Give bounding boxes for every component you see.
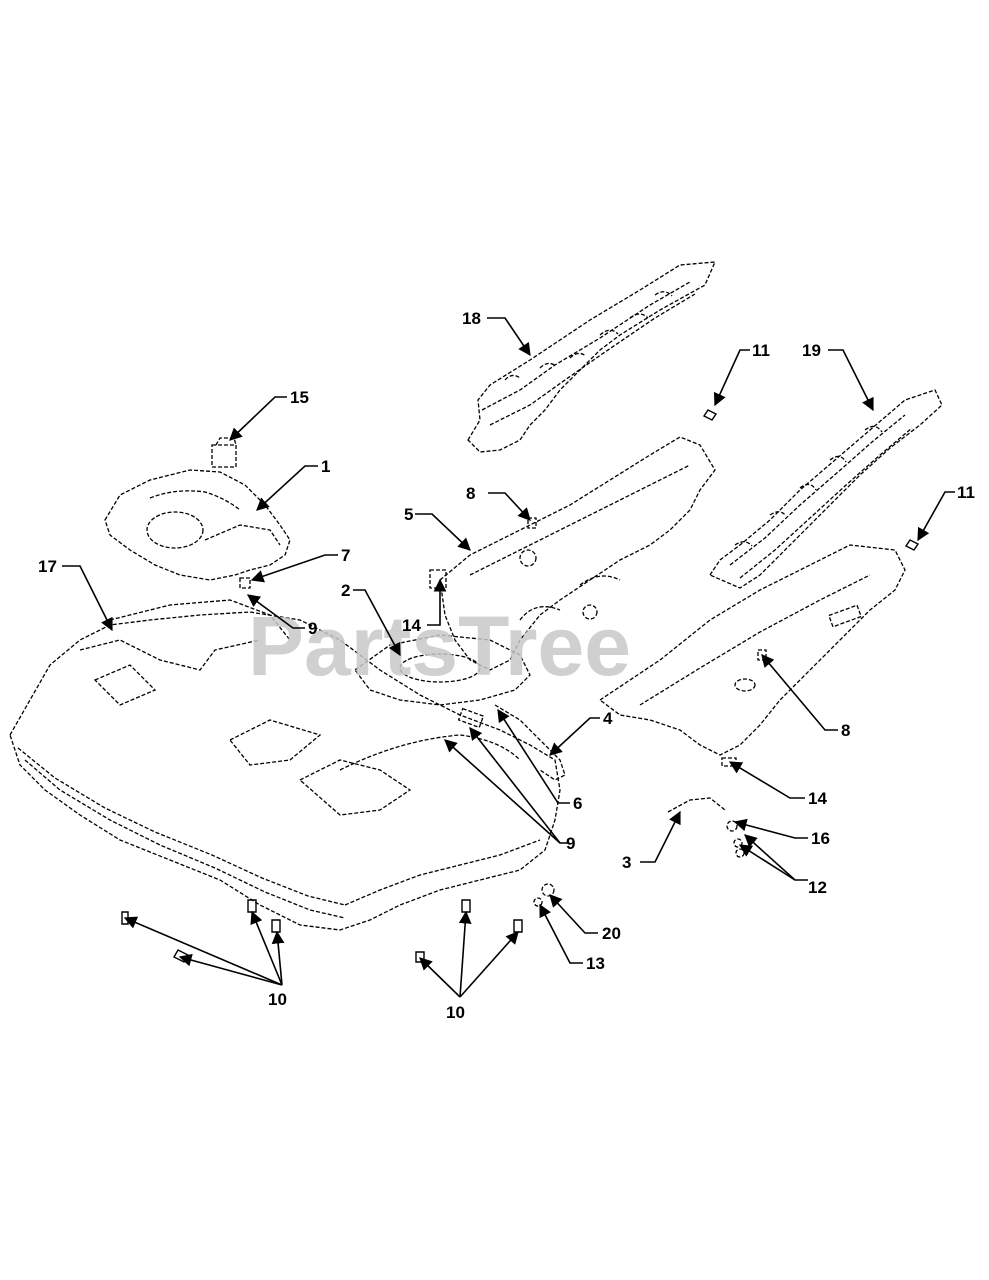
callout-9-top: 9: [308, 619, 317, 638]
part-6-fastener: [457, 707, 485, 729]
callout-1: 1: [321, 457, 330, 476]
part-1-console: [104, 469, 291, 581]
callout-8-top: 8: [466, 484, 475, 503]
leader-lines: [62, 317, 955, 998]
callout-11-right: 11: [957, 483, 975, 502]
callout-9-bottom: 9: [566, 834, 575, 853]
part-10-screws: [121, 899, 523, 963]
callout-16: 16: [811, 829, 830, 848]
callout-2: 2: [341, 581, 350, 600]
callout-10-middle: 10: [446, 1003, 465, 1022]
callout-19: 19: [802, 341, 821, 360]
part-3-linkage: [667, 797, 745, 858]
callout-14-left: 14: [402, 616, 421, 635]
part-11-pins: [702, 409, 920, 551]
callout-11-top: 11: [752, 341, 770, 360]
callout-7: 7: [341, 546, 350, 565]
callout-12: 12: [808, 878, 827, 897]
callout-18: 18: [462, 309, 481, 328]
part-17-deck-shroud: [9, 599, 561, 931]
callout-5: 5: [404, 505, 413, 524]
part-right-floor-panel: [598, 544, 906, 756]
callout-14-right: 14: [808, 789, 827, 808]
part-2-center-cover: [354, 634, 531, 706]
callout-17: 17: [38, 557, 57, 576]
callout-3: 3: [622, 853, 631, 872]
part-20-fastener: [533, 883, 555, 907]
part-19-mat-right: [709, 389, 943, 589]
callout-8-right: 8: [841, 721, 850, 740]
callout-13: 13: [586, 954, 605, 973]
callout-6: 6: [573, 794, 582, 813]
callout-10-left: 10: [268, 990, 287, 1009]
part-5-floor-panel: [439, 436, 716, 671]
callout-20: 20: [602, 924, 621, 943]
part-18-mat-left: [467, 261, 717, 453]
callout-labels: 18 11 19 15 1 8 11 5 7 17 2 14 9 8 4 6 1…: [38, 309, 975, 1022]
callout-4: 4: [603, 709, 613, 728]
part-4-bracket: [494, 704, 566, 781]
part-drawings: [9, 261, 943, 963]
callout-15: 15: [290, 388, 309, 407]
part-15-switch: [211, 437, 237, 468]
